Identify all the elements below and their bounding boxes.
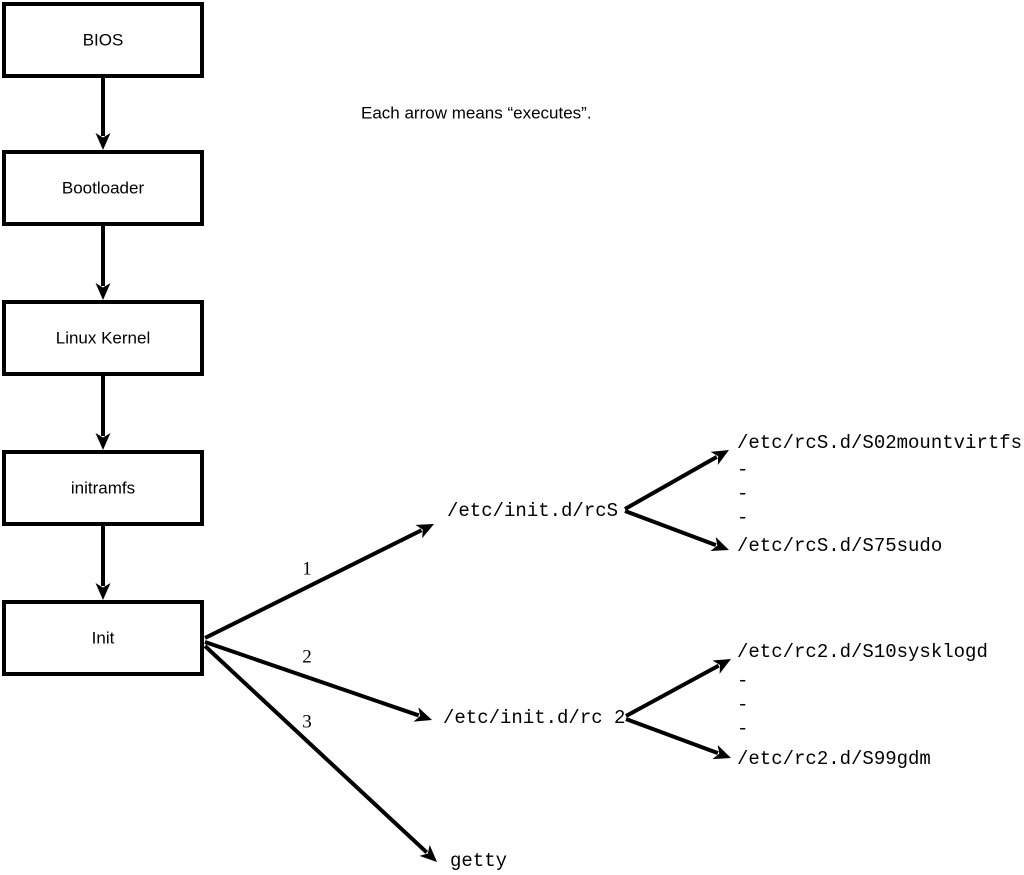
- arrowhead-icon: [95, 133, 111, 150]
- edge-line: [625, 663, 720, 718]
- text-nodes-layer: /etc/init.d/rcS/etc/init.d/rc 2 getty/etc…: [443, 432, 1022, 872]
- edge-line: [624, 455, 718, 511]
- text-node-rcs-last[interactable]: /etc/rcS.d/S75sudo: [737, 535, 942, 557]
- text-node-rc2[interactable]: /etc/init.d/rc 2: [443, 707, 625, 729]
- edge-rc2-to-first: [625, 659, 731, 718]
- node-box: [2, 300, 204, 376]
- node-box: [2, 450, 204, 526]
- edge-line: [625, 717, 719, 756]
- arrowhead-icon: [712, 745, 731, 760]
- node-initramfs[interactable]: initramfs: [2, 450, 204, 526]
- arrowhead-icon: [419, 844, 437, 862]
- edge-line: [624, 509, 717, 547]
- arrowhead-icon: [710, 537, 729, 552]
- arrowhead-icon: [710, 450, 729, 465]
- ellipsis-dash: -: [737, 694, 748, 716]
- node-box: [2, 150, 204, 226]
- ellipsis-dash: -: [737, 718, 748, 740]
- arrowhead-icon: [712, 659, 731, 674]
- edge-rcs-to-last: [624, 509, 729, 552]
- text-node-getty[interactable]: getty: [450, 850, 507, 872]
- text-node-rcs[interactable]: /etc/init.d/rcS: [447, 500, 618, 522]
- arrowhead-icon: [95, 283, 111, 300]
- ellipsis-dash: -: [737, 483, 748, 505]
- text-node-rcs-first[interactable]: /etc/rcS.d/S02mountvirtfs: [737, 432, 1022, 454]
- edge-labels-layer: 1 2 3: [302, 558, 312, 732]
- ellipsis-dash: -: [737, 507, 748, 529]
- node-bootloader[interactable]: Bootloader: [2, 150, 204, 226]
- edge-init-to-rc2: [204, 640, 432, 722]
- edges-layer: [95, 76, 731, 862]
- edge-line: [204, 640, 420, 718]
- node-label: Linux Kernel: [56, 328, 151, 347]
- ellipsis-layer: ------: [737, 459, 748, 740]
- arrowhead-icon: [415, 524, 434, 539]
- node-box: [2, 2, 204, 78]
- node-box: [2, 600, 204, 676]
- text-node-rc2-first[interactable]: /etc/rc2.d/S10sysklogd: [737, 641, 988, 663]
- edge-init-to-getty: [203, 644, 437, 862]
- node-kernel[interactable]: Linux Kernel: [2, 300, 204, 376]
- edge-label-init-to-rcs: 1: [302, 558, 312, 579]
- arrowhead-icon: [413, 707, 432, 722]
- edge-line: [203, 644, 429, 854]
- edge-kernel-to-initramfs: [95, 374, 111, 450]
- node-init[interactable]: Init: [2, 600, 204, 676]
- node-label: Bootloader: [62, 178, 145, 197]
- edge-bootloader-to-kernel: [95, 224, 111, 300]
- text-node-rc2-last[interactable]: /etc/rc2.d/S99gdm: [737, 748, 931, 770]
- node-label: Init: [92, 628, 115, 647]
- edge-initramfs-to-init: [95, 524, 111, 600]
- node-label: initramfs: [71, 478, 135, 497]
- edge-line: [204, 528, 423, 640]
- ellipsis-dash: -: [737, 459, 748, 481]
- edge-label-init-to-rc2: 2: [302, 646, 312, 667]
- node-label: BIOS: [83, 30, 124, 49]
- edge-init-to-rcs: [204, 524, 434, 640]
- diagram-note: Each arrow means “executes”.: [361, 103, 592, 122]
- edge-bios-to-bootloader: [95, 76, 111, 150]
- arrowhead-icon: [95, 433, 111, 450]
- node-bios[interactable]: BIOS: [2, 2, 204, 78]
- edge-label-init-to-getty: 3: [302, 711, 312, 732]
- ellipsis-dash: -: [737, 670, 748, 692]
- edge-rc2-to-last: [625, 717, 731, 760]
- arrowhead-icon: [95, 583, 111, 600]
- edge-rcs-to-first: [624, 450, 729, 511]
